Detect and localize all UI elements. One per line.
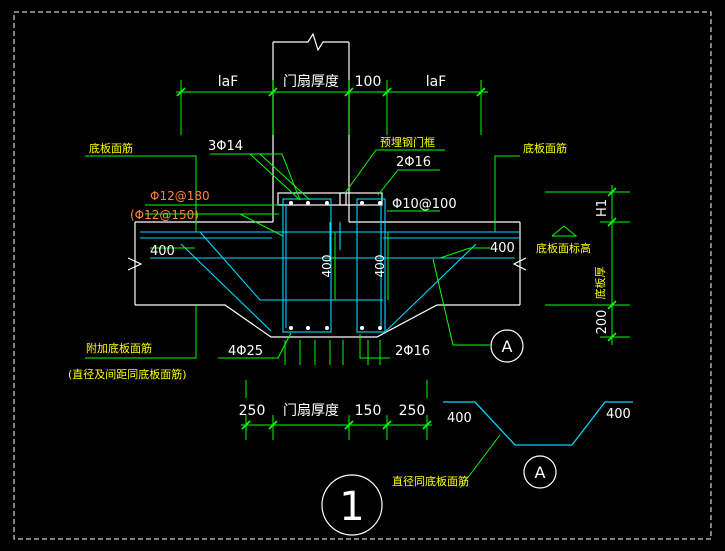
dimension-ticks — [176, 87, 617, 430]
detail-mark-a: A — [535, 463, 546, 482]
rebar-lines — [140, 198, 520, 333]
dim-h1-label: H1 — [595, 199, 610, 217]
additional-rebar-note: (直径及间距同底板面筋) — [68, 367, 187, 381]
door-thickness-top-label: 门扇厚度 — [283, 74, 339, 90]
additional-rebar-label: 附加底板面筋 — [86, 341, 152, 355]
section-marker-circle — [490, 329, 524, 363]
dim-400-left-label: 400 — [150, 244, 175, 259]
dimension-lines — [176, 80, 630, 440]
rebar-2phi16-top-label: 2Φ16 — [396, 155, 431, 170]
bottom-face-rebar-left: 底板面筋 — [89, 141, 133, 155]
dim-250-right-label: 250 — [399, 403, 426, 419]
wall-outline — [272, 32, 350, 222]
slab-level-label: 底板面标高 — [536, 241, 591, 255]
dim-400-vert-left-label: 400 — [320, 255, 334, 278]
drawing-frame — [13, 11, 712, 540]
detail-400-left-label: 400 — [447, 411, 472, 426]
detail-marker-circle — [523, 455, 557, 489]
dim-200-label: 200 — [595, 310, 610, 335]
slab-outline — [127, 221, 527, 338]
rebar-phi12-180-label: Φ12@180 — [150, 189, 210, 203]
rebar-phi10-100-label: Φ10@100 — [392, 197, 457, 212]
same-diameter-note: 直径同底板面筋 — [392, 474, 469, 488]
rebar-2phi16-bottom-label: 2Φ16 — [395, 344, 430, 359]
detail-profile — [443, 401, 633, 446]
section-mark-a: A — [502, 337, 513, 356]
dim-150-label: 150 — [355, 403, 382, 419]
drawing-number: 1 — [339, 484, 364, 530]
embedded-steel-frame-label: 预埋钢门框 — [380, 135, 435, 149]
leader-lines — [85, 149, 520, 489]
rebar-phi12-150-label: (Φ12@150) — [130, 208, 199, 222]
dim-400-vert-right-label: 400 — [373, 255, 387, 278]
rebar-4phi25-label: 4Φ25 — [228, 344, 263, 359]
bottom-face-rebar-right: 底板面筋 — [523, 141, 567, 155]
lap-left-label: laF — [218, 74, 239, 90]
slab-thickness-label: 底板厚 — [593, 267, 607, 300]
drawing-number-circle — [321, 474, 383, 536]
rebar-3phi14-label: 3Φ14 — [208, 139, 243, 154]
dim-250-left-label: 250 — [239, 403, 266, 419]
detail-400-right-label: 400 — [606, 407, 631, 422]
lap-right-label: laF — [426, 74, 447, 90]
door-thickness-bottom-label: 门扇厚度 — [283, 403, 339, 419]
rebar-dots — [289, 201, 382, 330]
dim-400-right-label: 400 — [490, 241, 515, 256]
dim-100-label: 100 — [355, 74, 382, 90]
